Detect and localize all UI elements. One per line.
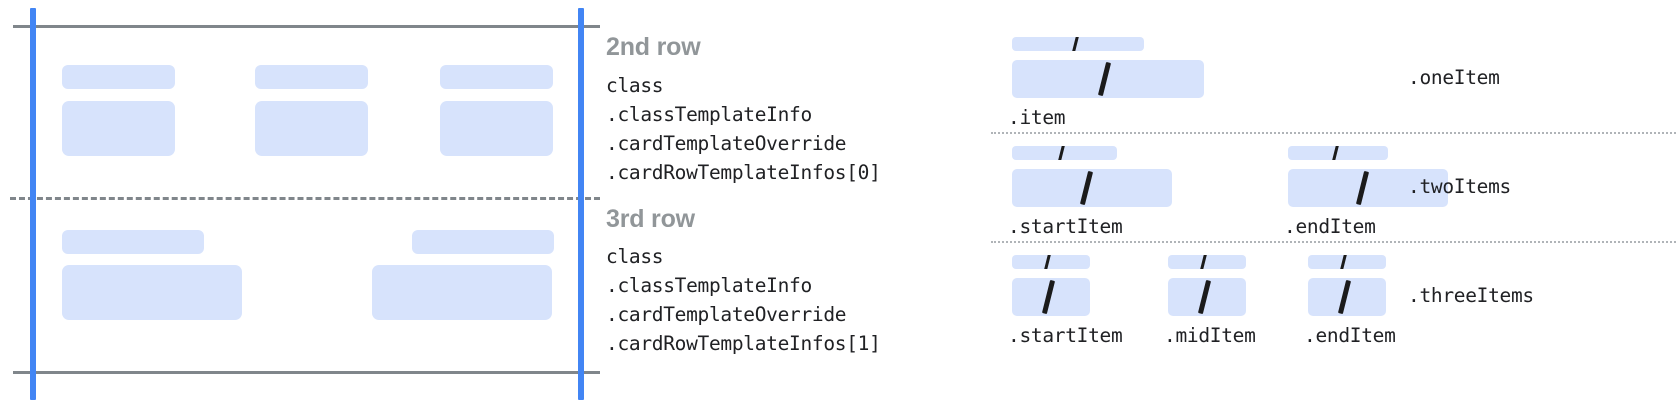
- item-cap-placeholder: [1288, 146, 1388, 160]
- card-body-placeholder: [440, 101, 553, 156]
- item-slot-label: .endItem: [1284, 215, 1376, 238]
- item-group-label: .threeItems: [1408, 284, 1534, 307]
- slash-icon: [1071, 37, 1080, 51]
- card-title-placeholder: [62, 65, 175, 89]
- item-group-separator: [991, 132, 1676, 134]
- slash-icon: [1331, 146, 1340, 160]
- item-group-separator: [991, 241, 1676, 243]
- item-slot: .startItem: [1008, 250, 1138, 347]
- row-code-line: .cardTemplateOverride: [606, 303, 847, 326]
- item-cap-placeholder: [1308, 255, 1386, 269]
- item-layouts-panel: .item .oneItem .startItem .endItem .twoI…: [984, 0, 1676, 412]
- card-title-placeholder: [440, 65, 553, 89]
- item-slot-label: .startItem: [1008, 215, 1123, 238]
- diagram-right-guide: [578, 8, 584, 400]
- diagram-bottom-rule: [13, 371, 600, 374]
- card-title-placeholder: [412, 230, 554, 254]
- card-body-placeholder: [255, 101, 368, 156]
- item-cap-placeholder: [1012, 255, 1090, 269]
- slash-icon: [1337, 279, 1352, 315]
- slash-icon: [1041, 279, 1056, 315]
- slash-icon: [1355, 170, 1370, 206]
- diagram-left-guide: [30, 8, 36, 400]
- item-slot: .midItem: [1164, 250, 1294, 347]
- row-code-line: class: [606, 74, 664, 97]
- row-code-line: .cardRowTemplateInfos[1]: [606, 332, 881, 355]
- item-slot-label: .item: [1008, 106, 1066, 129]
- row-code-line: .classTemplateInfo: [606, 103, 812, 126]
- slash-icon: [1197, 279, 1212, 315]
- slash-icon: [1097, 61, 1112, 97]
- row-code-line: .cardTemplateOverride: [606, 132, 847, 155]
- row-annotations-column: 2nd row class .classTemplateInfo .cardTe…: [604, 0, 984, 412]
- item-main-placeholder: [1168, 278, 1246, 316]
- item-slot: .startItem: [1008, 141, 1198, 238]
- card-title-placeholder: [62, 230, 204, 254]
- card-rows-diagram: [0, 0, 600, 412]
- diagram-top-rule: [13, 25, 600, 28]
- item-main-placeholder: [1012, 169, 1172, 207]
- row-heading: 2nd row: [606, 33, 701, 61]
- slash-icon: [1043, 255, 1052, 269]
- item-slot-label: .endItem: [1304, 324, 1396, 347]
- diagram-row-divider: [10, 197, 600, 200]
- item-main-placeholder: [1308, 278, 1386, 316]
- item-cap-placeholder: [1012, 146, 1117, 160]
- item-slot: .endItem: [1284, 141, 1474, 238]
- slash-icon: [1339, 255, 1348, 269]
- item-main-placeholder: [1288, 169, 1448, 207]
- card-body-placeholder: [62, 101, 175, 156]
- item-main-placeholder: [1012, 60, 1204, 98]
- item-slot-label: .startItem: [1008, 324, 1123, 347]
- row-heading: 3rd row: [606, 205, 695, 233]
- row-code-line: class: [606, 245, 664, 268]
- item-slot-label: .midItem: [1164, 324, 1256, 347]
- item-group-label: .twoItems: [1408, 175, 1511, 198]
- item-slot: .item: [1008, 32, 1228, 129]
- item-cap-placeholder: [1168, 255, 1246, 269]
- slash-icon: [1079, 170, 1094, 206]
- item-main-placeholder: [1012, 278, 1090, 316]
- slash-icon: [1199, 255, 1208, 269]
- card-body-placeholder: [62, 265, 242, 320]
- item-slot: .endItem: [1304, 250, 1434, 347]
- item-group-label: .oneItem: [1408, 66, 1500, 89]
- slash-icon: [1057, 146, 1066, 160]
- item-cap-placeholder: [1012, 37, 1144, 51]
- card-title-placeholder: [255, 65, 368, 89]
- row-code-line: .cardRowTemplateInfos[0]: [606, 161, 881, 184]
- card-body-placeholder: [372, 265, 552, 320]
- row-code-line: .classTemplateInfo: [606, 274, 812, 297]
